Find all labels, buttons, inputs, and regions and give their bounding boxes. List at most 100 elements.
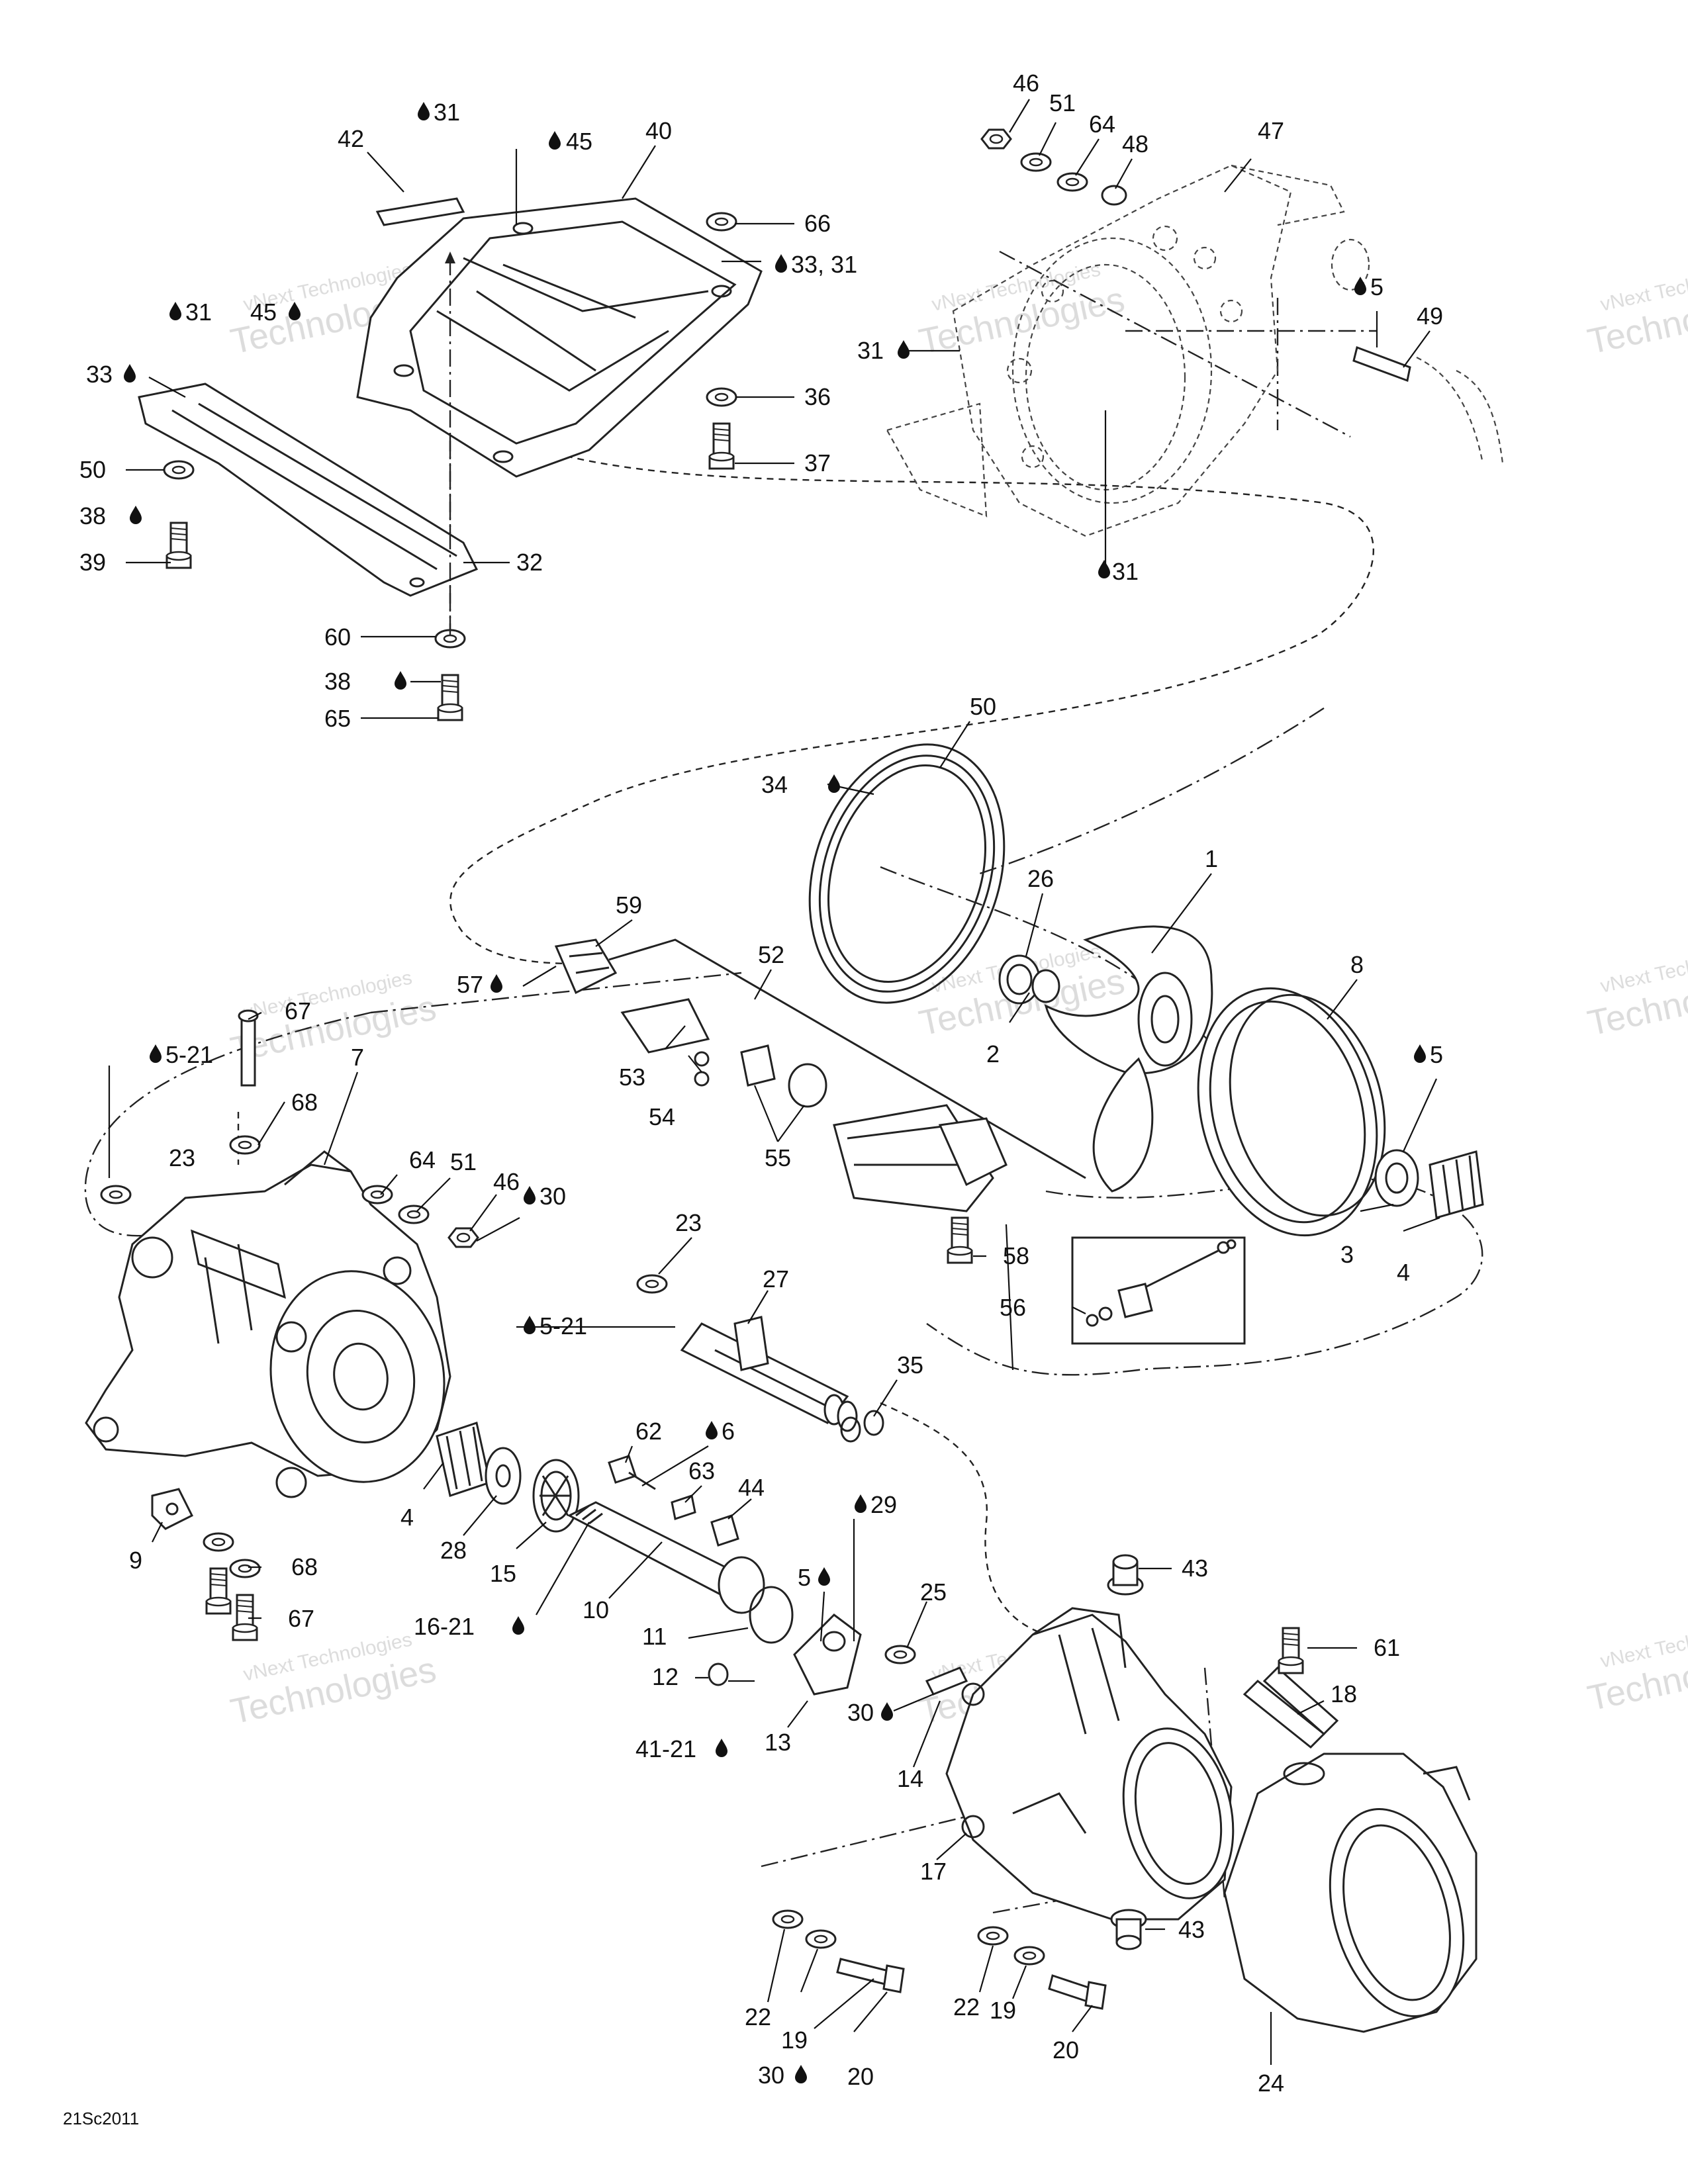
label-20: 20 <box>847 2063 874 2090</box>
label-28: 28 <box>440 1537 467 1564</box>
plug-63 <box>671 1494 696 1520</box>
label-5-cone: 5 <box>798 1564 811 1591</box>
label-65: 65 <box>324 705 351 732</box>
pins-18 <box>1243 1666 1339 1749</box>
bearing-4-left <box>436 1422 491 1497</box>
label-37: 37 <box>804 449 831 477</box>
bushing-43-top <box>1107 1554 1144 1596</box>
washer-23-right <box>636 1274 668 1294</box>
tube-27 <box>680 1316 858 1432</box>
fitting-55 <box>740 1044 827 1108</box>
bolt-39 <box>165 522 192 569</box>
bolt-61 <box>1278 1627 1304 1674</box>
label-13: 13 <box>765 1729 791 1756</box>
label-68-bottom: 68 <box>291 1553 318 1580</box>
label-52: 52 <box>758 941 784 968</box>
washer-48 <box>1101 185 1127 206</box>
bushing-43-bottom <box>1110 1909 1147 1950</box>
label-40: 40 <box>645 117 672 144</box>
label-5-seal: 5 <box>1430 1041 1443 1068</box>
o-ring-50 <box>808 743 1006 1004</box>
washer-25 <box>884 1645 916 1664</box>
label-64: 64 <box>1089 111 1115 138</box>
label-1: 1 <box>1205 845 1218 872</box>
label-10: 10 <box>583 1596 609 1623</box>
bolt-20-left <box>836 1958 905 1993</box>
label-23-right: 23 <box>675 1209 702 1236</box>
label-31: 31 <box>434 99 460 126</box>
label-43-top: 43 <box>1182 1555 1208 1582</box>
bolt-37 <box>708 422 735 470</box>
washer-66 <box>706 212 737 232</box>
label-53: 53 <box>619 1064 645 1091</box>
label-19-b: 19 <box>990 1997 1016 2024</box>
label-67-top: 67 <box>285 997 311 1024</box>
kit-56-box <box>1071 1236 1246 1345</box>
label-46-left: 46 <box>493 1168 520 1195</box>
label-51-left: 51 <box>450 1148 477 1175</box>
label-34: 34 <box>761 771 788 798</box>
retainer-15 <box>532 1459 580 1533</box>
bearing-4-right <box>1429 1150 1484 1219</box>
stator-housing-7 <box>85 1150 451 1498</box>
strip-42 <box>375 197 465 226</box>
wear-ring-8 <box>1197 987 1386 1237</box>
label-25: 25 <box>920 1578 947 1606</box>
screw-62 <box>608 1455 656 1490</box>
label-4-left: 4 <box>400 1504 414 1531</box>
label-50: 50 <box>79 456 106 483</box>
impeller-1 <box>1044 925 1213 1193</box>
nut-9 <box>151 1488 194 1530</box>
label-50-ring: 50 <box>970 693 996 720</box>
label-27: 27 <box>763 1265 789 1293</box>
connector-59 <box>554 938 618 995</box>
label-5-21: 5-21 <box>165 1041 213 1068</box>
label-39: 39 <box>79 549 106 576</box>
label-33-31: 33, 31 <box>791 251 857 278</box>
bracket-52 <box>608 938 1086 1179</box>
label-64-left: 64 <box>409 1146 436 1173</box>
label-46: 46 <box>1013 69 1039 97</box>
label-6: 6 <box>722 1418 735 1445</box>
bolt-14 <box>925 1666 968 1696</box>
washer-64 <box>1056 172 1088 192</box>
label-51: 51 <box>1049 89 1076 116</box>
label-43-bottom: 43 <box>1178 1916 1205 1943</box>
label-45: 45 <box>566 128 592 155</box>
washer-68-bottom <box>229 1559 261 1578</box>
label-15: 15 <box>490 1560 516 1587</box>
label-26: 26 <box>1027 865 1054 892</box>
washer-small <box>203 1532 234 1552</box>
label-23: 23 <box>169 1144 195 1171</box>
label-11: 11 <box>642 1623 667 1650</box>
label-48: 48 <box>1122 130 1149 158</box>
label-63: 63 <box>688 1457 715 1484</box>
label-17: 17 <box>920 1858 947 1885</box>
label-41-21: 41-21 <box>635 1735 696 1762</box>
label-38-b: 38 <box>324 668 351 695</box>
label-3: 3 <box>1340 1241 1354 1268</box>
diagram-reference-code: 21Sc2011 <box>63 2109 139 2128</box>
label-44: 44 <box>738 1474 765 1501</box>
label-54: 54 <box>649 1103 675 1130</box>
watermark: vNext Technologies Technologies vNext Te… <box>227 259 1688 1732</box>
label-56: 56 <box>1000 1294 1026 1321</box>
label-55: 55 <box>765 1144 791 1171</box>
label-49: 49 <box>1417 302 1443 330</box>
label-14: 14 <box>897 1765 923 1792</box>
plate-53 <box>620 998 710 1087</box>
label-31-housing-bottom: 31 <box>1112 558 1139 585</box>
venturi-17 <box>945 1607 1235 1921</box>
washer-19-left <box>805 1929 837 1949</box>
screw-58 <box>947 1216 973 1264</box>
label-35: 35 <box>897 1351 923 1379</box>
washer-23-left <box>100 1185 132 1205</box>
washer-51 <box>1020 152 1052 172</box>
bolt-65 <box>437 674 463 721</box>
stud-49 <box>1352 346 1411 383</box>
bolt-20-right <box>1048 1974 1107 2010</box>
label-31-housing: 31 <box>857 337 884 364</box>
label-7: 7 <box>351 1044 364 1071</box>
label-5: 5 <box>1370 273 1383 300</box>
